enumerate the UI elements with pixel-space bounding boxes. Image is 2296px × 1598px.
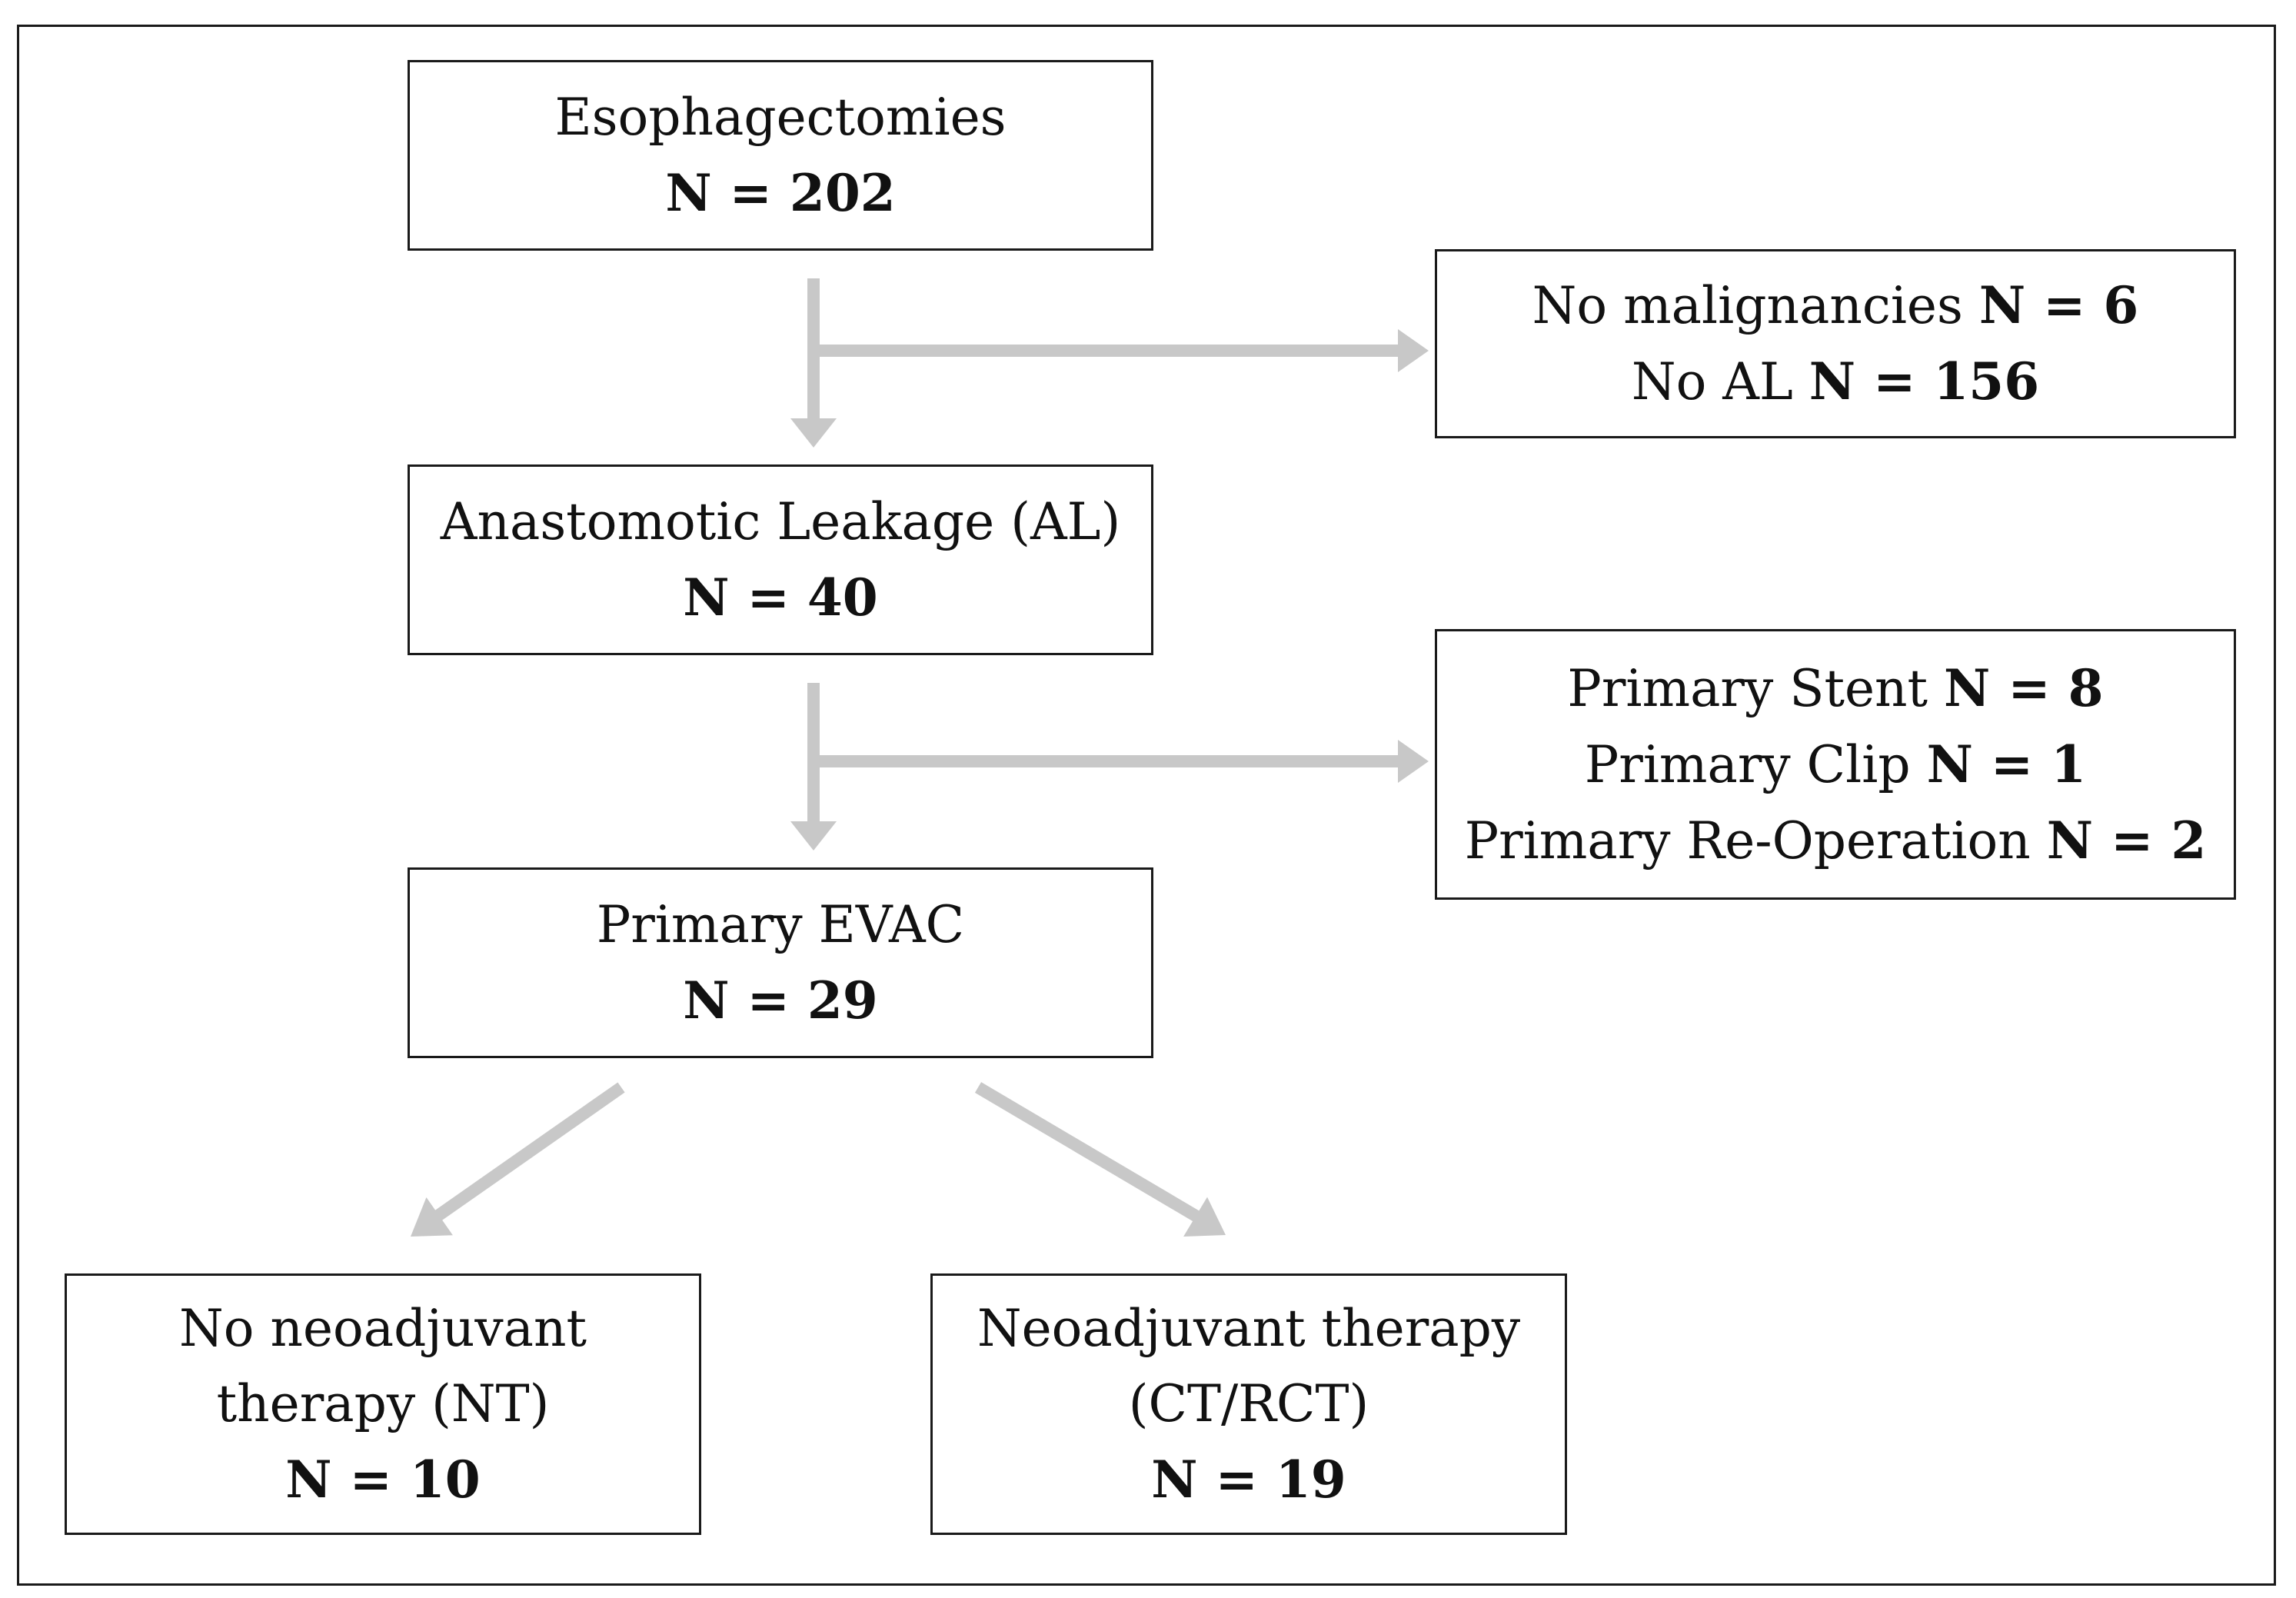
- box-neoadjuvant-therapy: Neoadjuvant therapy (CT/RCT) N = 19: [930, 1273, 1567, 1535]
- primary-stent-count: N = 8: [1944, 658, 2104, 718]
- arrow-4-head: [1183, 1197, 1226, 1237]
- primary-clip-count: N = 1: [1926, 734, 2087, 794]
- esophagectomies-label: Esophagectomies: [554, 87, 1007, 147]
- arrow-1-right-head: [1398, 329, 1429, 372]
- box-excluded-primary-treatments: Primary Stent N = 8 Primary Clip N = 1 P…: [1435, 629, 2236, 900]
- esophagectomies-count: N = 202: [665, 162, 896, 223]
- no-malignancies-label: No malignancies: [1532, 276, 1963, 335]
- primary-evac-count: N = 29: [683, 970, 878, 1030]
- box-esophagectomies: Esophagectomies N = 202: [408, 60, 1153, 251]
- neoadjuvant-count: N = 19: [1151, 1449, 1346, 1510]
- anastomotic-leakage-count: N = 40: [683, 567, 878, 628]
- neoadjuvant-line1: Neoadjuvant therapy: [977, 1298, 1521, 1358]
- no-al-count: N = 156: [1809, 351, 2040, 411]
- primary-reoperation-count: N = 2: [2046, 810, 2207, 871]
- arrow-3-diagonal-shaft: [433, 1082, 625, 1222]
- primary-reoperation-label: Primary Re-Operation: [1464, 811, 2031, 871]
- no-malignancies-count: N = 6: [1978, 275, 2139, 335]
- box-anastomotic-leakage: Anastomotic Leakage (AL) N = 40: [408, 464, 1153, 655]
- box-no-neoadjuvant-therapy: No neoadjuvant therapy (NT) N = 10: [65, 1273, 701, 1535]
- arrow-2-down-head: [790, 821, 837, 851]
- no-neoadjuvant-count: N = 10: [285, 1449, 481, 1510]
- box-primary-evac: Primary EVAC N = 29: [408, 867, 1153, 1058]
- neoadjuvant-line2: (CT/RCT): [1128, 1373, 1369, 1433]
- no-al-label: No AL: [1631, 352, 1793, 411]
- primary-stent-label: Primary Stent: [1567, 658, 1928, 718]
- no-neoadjuvant-line2: therapy (NT): [216, 1373, 550, 1433]
- primary-evac-label: Primary EVAC: [596, 894, 965, 954]
- primary-clip-label: Primary Clip: [1584, 734, 1911, 794]
- no-neoadjuvant-line1: No neoadjuvant: [179, 1298, 587, 1358]
- arrow-2-right-head: [1398, 740, 1429, 783]
- anastomotic-leakage-label: Anastomotic Leakage (AL): [440, 491, 1121, 551]
- arrow-4-diagonal-shaft: [974, 1082, 1203, 1223]
- arrow-1-down-head: [790, 418, 837, 448]
- box-excluded-no-malignancy-no-al: No malignancies N = 6 No AL N = 156: [1435, 249, 2236, 438]
- arrow-3-head: [411, 1197, 453, 1237]
